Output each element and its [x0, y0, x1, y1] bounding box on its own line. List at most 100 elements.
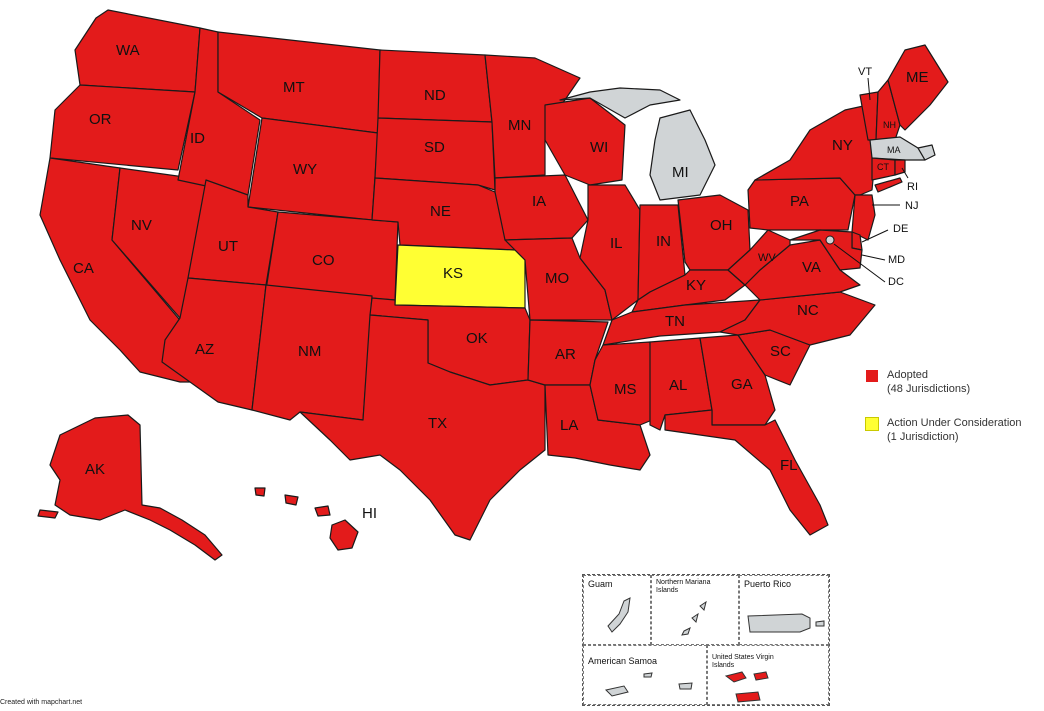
long-island [874, 177, 903, 193]
label-fl: FL [780, 457, 798, 474]
state-de[interactable] [851, 231, 863, 251]
state-nd[interactable] [377, 49, 493, 123]
state-mi[interactable] [649, 109, 716, 201]
american-samoa-shape [605, 672, 693, 697]
territory-label-american-samoa: American Samoa [588, 656, 658, 666]
state-nj[interactable] [851, 194, 876, 241]
territory-label-northern-mariana: Northern Mariana Islands [656, 579, 711, 594]
label-ak: AK [85, 461, 105, 478]
state-wv[interactable] [727, 229, 791, 286]
guam-shape [607, 597, 631, 633]
state-fl[interactable] [664, 409, 829, 536]
label-va: VA [802, 259, 821, 276]
label-ar: AR [555, 346, 576, 363]
legend-item-adopted: Adopted (48 Jurisdictions) [866, 368, 1044, 396]
state-mi-upper[interactable] [559, 87, 681, 119]
label-pa: PA [790, 193, 809, 210]
leader-vt [867, 77, 871, 101]
label-il: IL [610, 235, 623, 252]
legend-swatch-consider [865, 417, 879, 431]
state-dc[interactable] [825, 235, 835, 245]
label-tn: TN [665, 313, 685, 330]
state-ks[interactable] [394, 244, 526, 309]
credit-text: Created with mapchart.net [0, 699, 83, 706]
territory-label-guam: Guam [588, 579, 613, 589]
label-ca: CA [73, 260, 94, 277]
label-md: MD [888, 254, 905, 266]
legend-item-consider: Action Under Consideration (1 Jurisdicti… [865, 416, 1044, 444]
label-mi: MI [672, 164, 689, 181]
label-ky: KY [686, 277, 706, 294]
leader-dc [833, 243, 886, 283]
northern-mariana-shape [681, 600, 707, 636]
label-nh: NH [883, 120, 896, 130]
legend-label-adopted: Adopted [887, 369, 928, 381]
label-mt: MT [283, 79, 305, 96]
territory-guam[interactable]: Guam [583, 575, 651, 645]
state-md[interactable] [789, 229, 863, 271]
label-id: ID [190, 130, 205, 147]
state-hi-oahu [284, 494, 299, 506]
legend-swatch-adopted [866, 370, 878, 382]
label-nd: ND [424, 87, 446, 104]
label-ne: NE [430, 203, 451, 220]
label-ut: UT [218, 238, 238, 255]
label-hi: HI [362, 505, 377, 522]
label-mn: MN [508, 117, 531, 134]
label-or: OR [89, 111, 112, 128]
leader-md [861, 254, 886, 261]
state-or[interactable] [49, 84, 196, 171]
territory-northern-mariana[interactable]: Northern Mariana Islands [651, 575, 739, 645]
cape-cod [917, 144, 936, 161]
legend: Adopted (48 Jurisdictions) Action Under … [865, 368, 1044, 464]
label-nm: NM [298, 343, 321, 360]
state-hi-big[interactable] [329, 519, 359, 551]
label-dc: DC [888, 276, 904, 288]
alaska-islands [37, 509, 59, 519]
legend-label-consider: Action Under Consideration [887, 417, 1022, 429]
territory-american-samoa[interactable]: American Samoa [583, 645, 707, 705]
state-nc[interactable] [719, 291, 876, 346]
label-co: CO [312, 252, 335, 269]
label-me: ME [906, 69, 929, 86]
label-ga: GA [731, 376, 753, 393]
label-vt: VT [858, 66, 872, 78]
label-ok: OK [466, 330, 488, 347]
label-wv: WV [758, 252, 776, 264]
state-me[interactable] [887, 44, 949, 131]
label-ms: MS [614, 381, 637, 398]
state-ak[interactable] [49, 414, 223, 561]
label-az: AZ [195, 341, 214, 358]
label-ma: MA [887, 145, 901, 155]
label-nv: NV [131, 217, 152, 234]
territory-label-virgin-islands: United States Virgin Islands [712, 654, 774, 669]
legend-count-consider: (1 Jurisdiction) [887, 431, 959, 443]
label-wi: WI [590, 139, 608, 156]
label-wy: WY [293, 161, 317, 178]
leader-de [861, 229, 889, 243]
territories-inset: Guam Northern Mariana Islands Puerto Ric… [582, 574, 830, 706]
state-wi[interactable] [544, 97, 626, 186]
puerto-rico-shape [747, 613, 825, 633]
legend-count-adopted: (48 Jurisdictions) [887, 383, 971, 395]
label-ct: CT [877, 162, 889, 172]
label-nj: NJ [905, 200, 918, 212]
label-oh: OH [710, 217, 733, 234]
state-hi-maui [314, 505, 331, 517]
state-tx[interactable] [299, 314, 546, 541]
state-sd[interactable] [374, 117, 496, 191]
territory-virgin-islands[interactable]: United States Virgin Islands [707, 645, 829, 705]
leader-ri [901, 167, 909, 179]
state-nh[interactable] [875, 79, 901, 141]
label-in: IN [656, 233, 671, 250]
label-wa: WA [116, 42, 140, 59]
label-al: AL [669, 377, 687, 394]
state-ri[interactable] [894, 159, 906, 176]
territory-label-puerto-rico: Puerto Rico [744, 579, 792, 589]
label-sd: SD [424, 139, 445, 156]
territory-puerto-rico[interactable]: Puerto Rico [739, 575, 829, 645]
virgin-islands-shape [724, 671, 769, 703]
label-nc: NC [797, 302, 819, 319]
label-ny: NY [832, 137, 853, 154]
label-ri: RI [907, 181, 918, 193]
